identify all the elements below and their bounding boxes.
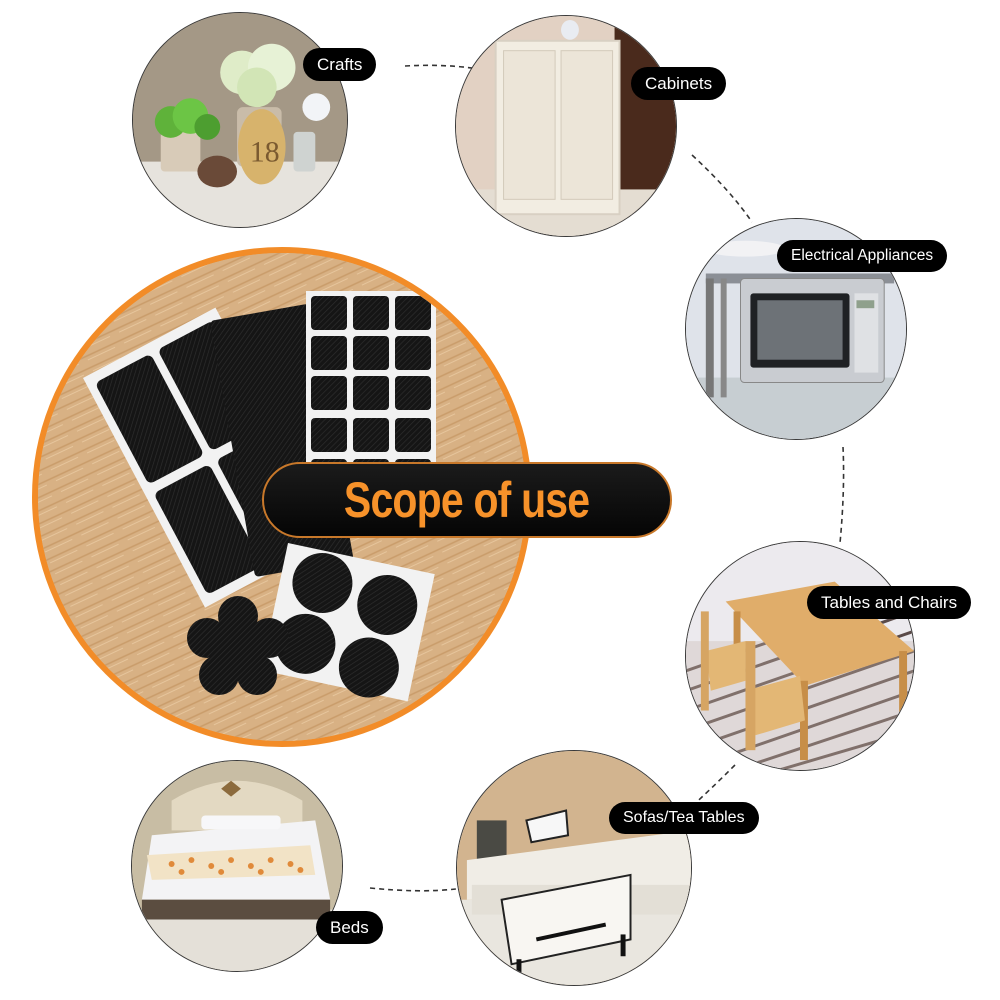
page-title: Scope of use — [344, 472, 590, 528]
cabinets-image — [456, 16, 676, 236]
electrical-appliances-image — [686, 219, 906, 439]
cabinets-label: Cabinets — [631, 67, 727, 100]
crafts-circle: 18 — [132, 12, 348, 228]
sofas-tea-tables-circle — [456, 750, 692, 986]
cabinets-circle — [455, 15, 677, 237]
crafts-image: 18 — [133, 13, 347, 227]
electrical-appliances-circle — [685, 218, 907, 440]
tables-and-chairs-label: Tables and Chairs — [807, 586, 972, 619]
beds-circle — [131, 760, 343, 972]
scope-of-use-banner: Scope of use — [262, 462, 672, 538]
svg-text:18: 18 — [250, 137, 280, 169]
beds-image — [132, 761, 342, 971]
sofas-tea-tables-image — [457, 751, 691, 985]
electrical-appliances-label: Electrical Appliances — [777, 240, 948, 272]
beds-label: Beds — [316, 911, 383, 944]
tables-and-chairs-circle — [685, 541, 915, 771]
crafts-label: Crafts — [303, 48, 377, 81]
tables-and-chairs-image — [686, 542, 914, 770]
sofas-tea-tables-label: Sofas/Tea Tables — [609, 802, 759, 834]
